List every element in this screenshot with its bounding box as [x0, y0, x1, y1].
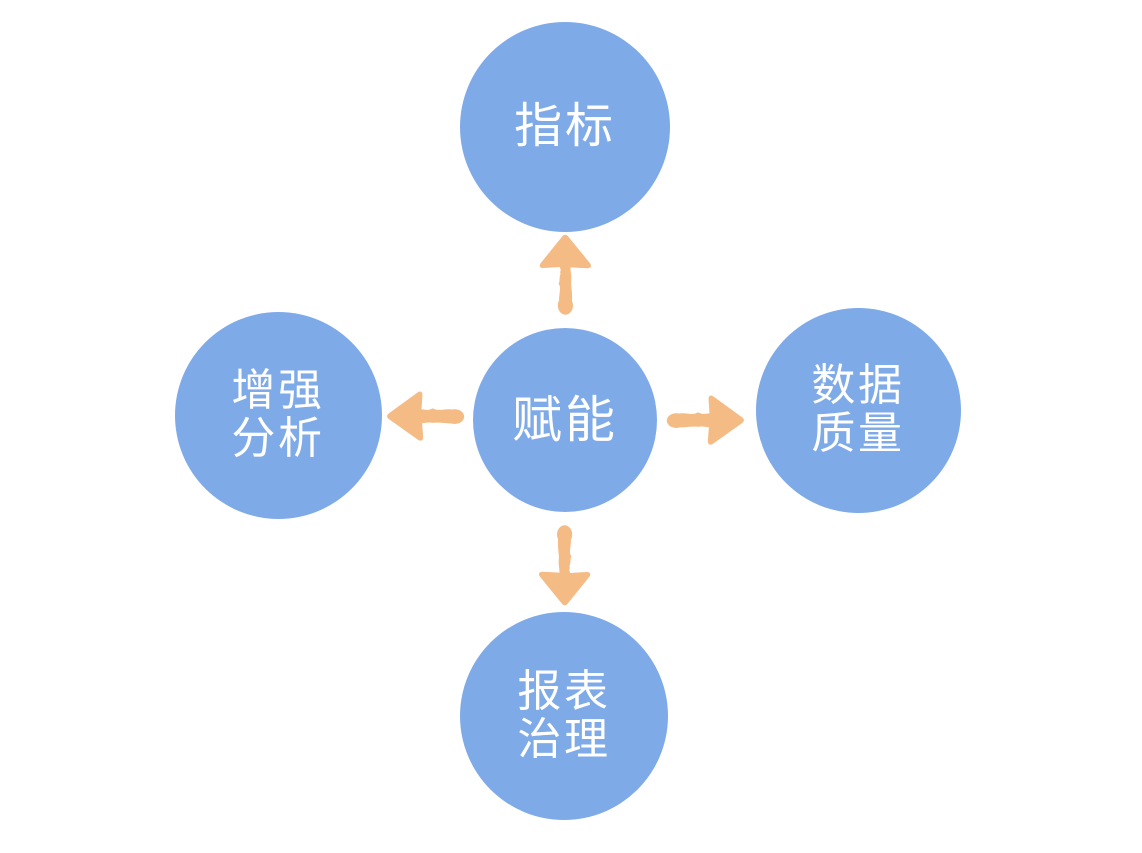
node-top-label: 指标 [514, 100, 616, 154]
arrow-up-icon [539, 234, 591, 315]
node-right-label: 数据 质量 [811, 361, 905, 458]
node-bottom-report-governance[interactable]: 报表 治理 [460, 612, 668, 820]
arrow-right-icon [666, 395, 744, 445]
arrow-left-icon [387, 391, 465, 441]
node-top-metrics[interactable]: 指标 [460, 22, 670, 232]
node-left-augmented-analytics[interactable]: 增强 分析 [174, 311, 382, 519]
node-center-empowerment[interactable]: 赋能 [473, 328, 657, 512]
node-left-label: 增强 分析 [231, 366, 325, 463]
node-bottom-label: 报表 治理 [517, 667, 611, 764]
node-center-label: 赋能 [512, 392, 618, 448]
arrow-down-icon [539, 525, 591, 606]
node-right-data-quality[interactable]: 数据 质量 [755, 307, 961, 513]
